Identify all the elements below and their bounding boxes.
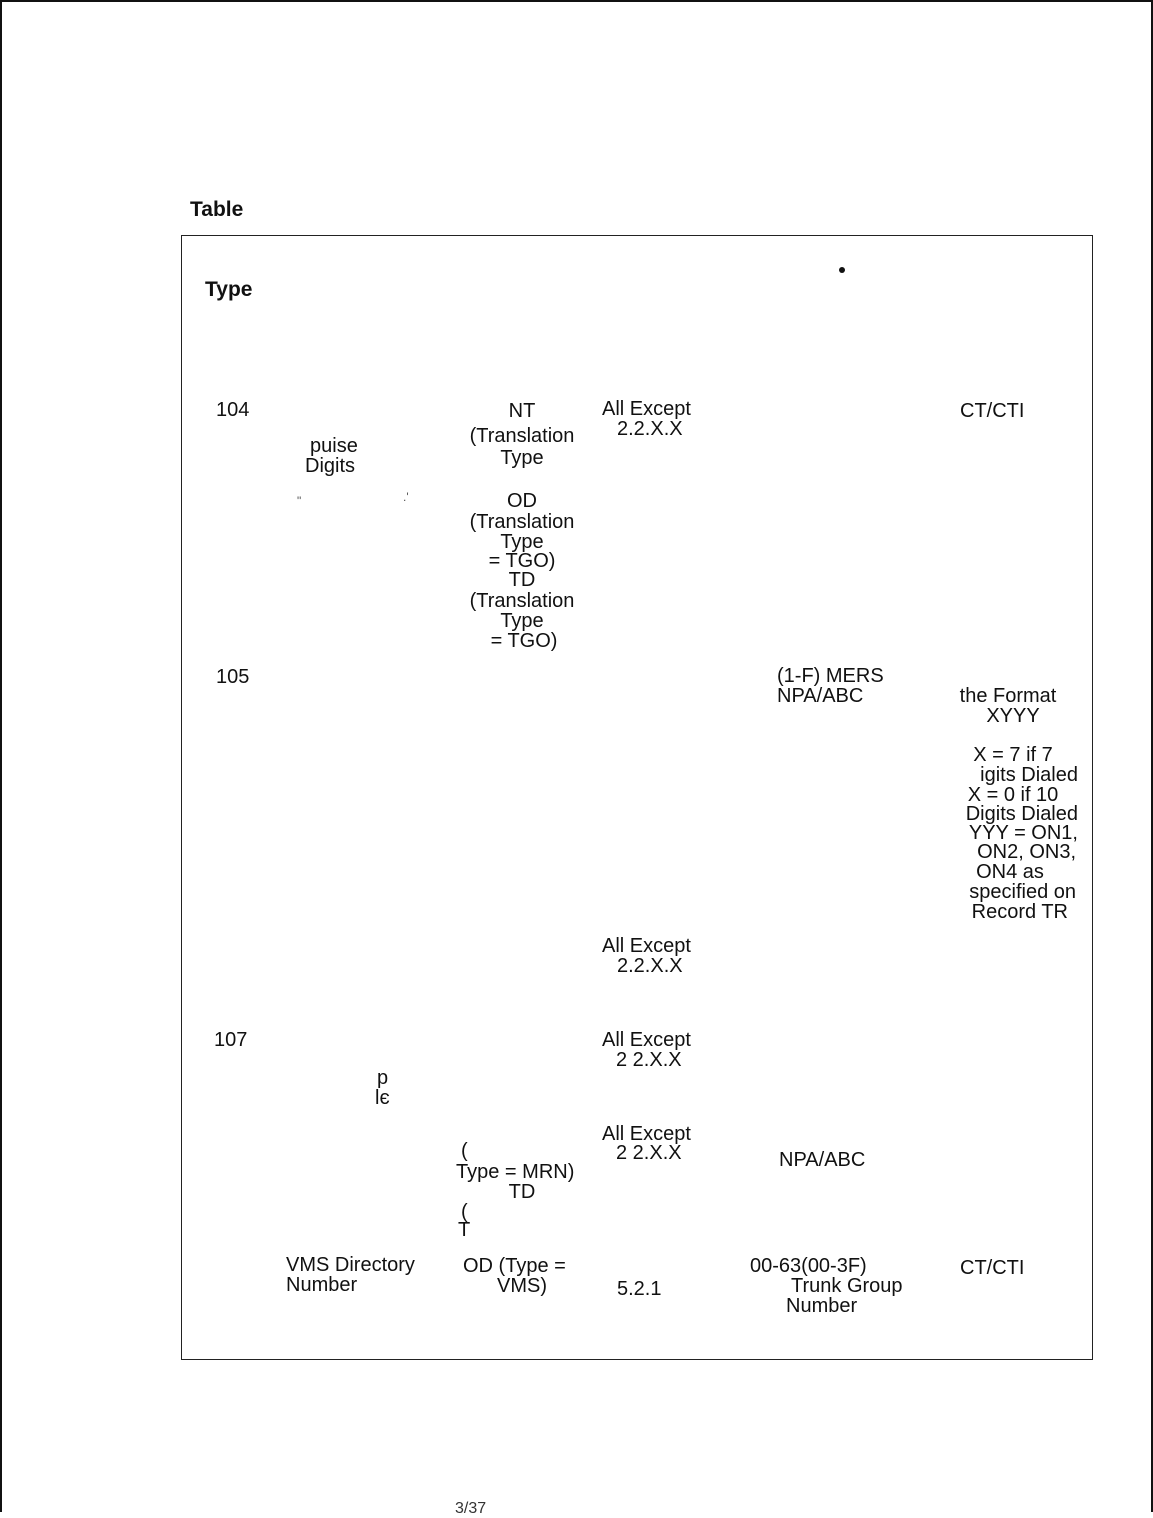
- cell-text: NPA/ABC: [777, 685, 864, 707]
- cell-text: = TGO): [490, 630, 558, 652]
- table-title: Table: [190, 198, 244, 221]
- cell-text: = TGO): [488, 550, 556, 572]
- cell-text: NT: [508, 400, 536, 422]
- type-code-104: 104: [216, 399, 250, 421]
- cell-text: All Except: [602, 398, 691, 420]
- cell-text: VMS): [497, 1275, 547, 1297]
- cell-text: YYY = ON1,: [968, 822, 1078, 844]
- cell-text: Number: [286, 1274, 358, 1296]
- type-code-107: 107: [214, 1029, 248, 1051]
- cell-text: XYYY: [986, 705, 1040, 727]
- cell-text: VMS Directory: [286, 1254, 415, 1276]
- page-number: 3/37: [455, 1500, 487, 1517]
- cell-text: CT/CTI: [960, 400, 1025, 422]
- cell-text: (Translation: [469, 590, 575, 612]
- cell-text: OD (Type =: [463, 1255, 566, 1277]
- cell-text: All Except: [602, 1029, 691, 1051]
- cell-text: 5.2.1: [617, 1278, 662, 1300]
- cell-text: T: [458, 1219, 471, 1241]
- cell-text: Type: [500, 447, 544, 469]
- page-edge-right: [1151, 0, 1153, 1512]
- cell-text: (Translation: [469, 511, 575, 533]
- cell-text: Type: [500, 531, 544, 553]
- cell-text: Type: [500, 610, 544, 632]
- cell-text: X = 7 if 7: [973, 744, 1053, 766]
- cell-text: TD: [508, 569, 536, 591]
- cell-text: Digits Dialed: [965, 803, 1078, 825]
- cell-text: 2 2.X.X: [616, 1049, 682, 1071]
- cell-text: ON4 as: [976, 861, 1044, 883]
- cell-text: OD: [507, 490, 537, 512]
- cell-text: Trunk Group: [791, 1275, 903, 1297]
- cell-text: X = 0 if 10: [967, 784, 1059, 806]
- cell-text: All Except: [602, 935, 691, 957]
- column-header-type: Type: [205, 278, 253, 301]
- bullet-mark: [839, 267, 845, 273]
- page-edge-left: [0, 0, 2, 1512]
- cell-text: ON2, ON3,: [977, 841, 1076, 863]
- cell-text: All Except: [602, 1123, 691, 1145]
- cell-text: 2.2.X.X: [617, 955, 683, 977]
- cell-text: (Translation: [469, 425, 575, 447]
- cell-text: NPA/ABC: [779, 1149, 866, 1171]
- cell-text: Record TR: [971, 901, 1068, 923]
- cell-text: (1-F) MERS: [777, 665, 884, 687]
- table-frame: [181, 235, 1093, 1360]
- cell-text: CT/CTI: [960, 1257, 1025, 1279]
- cell-text: (: [461, 1140, 468, 1162]
- cell-text: specified on: [969, 881, 1076, 903]
- cell-text: p: [377, 1067, 389, 1089]
- cell-text: Type = MRN): [456, 1161, 575, 1183]
- cell-text: Digits: [305, 455, 356, 477]
- cell-text: 2.2.X.X: [617, 418, 683, 440]
- cell-text: 2 2.X.X: [616, 1142, 682, 1164]
- cell-text: the Format: [959, 685, 1057, 707]
- cell-text: lє: [375, 1087, 390, 1109]
- cell-text: (: [461, 1201, 468, 1223]
- cell-text: Number: [786, 1295, 858, 1317]
- cell-text: igits Dialed: [980, 764, 1078, 786]
- page-edge-top: [0, 0, 1153, 2]
- cell-text: TD: [508, 1181, 536, 1203]
- type-code-105: 105: [216, 666, 250, 688]
- cell-text: puise: [310, 435, 358, 457]
- scan-artifact: .': [403, 490, 409, 504]
- cell-text: 00-63(00-3F): [750, 1255, 867, 1277]
- scan-artifact: ": [297, 494, 302, 508]
